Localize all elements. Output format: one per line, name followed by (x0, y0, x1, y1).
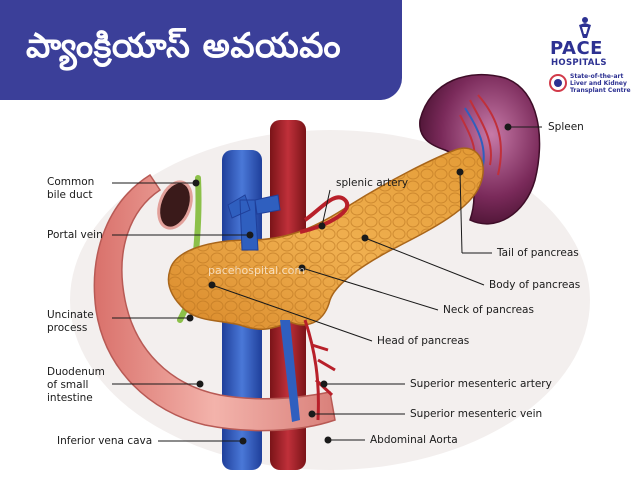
label-inferior-vena-cava: Inferior vena cava (57, 435, 153, 447)
label-line: process (47, 322, 88, 334)
superior-mesenteric-vein-vessel (280, 320, 300, 422)
superior-mesenteric-artery-vessel (303, 319, 336, 421)
portal-vein-vessel (227, 194, 281, 251)
label-superior-mesenteric-artery: Superior mesenteric artery (410, 378, 552, 390)
logo-tagline-line: Liver and Kidney (570, 80, 627, 87)
label-line: bile duct (47, 189, 93, 201)
label-head-of-pancreas: Head of pancreas (377, 335, 470, 347)
label-line: Common (47, 176, 95, 188)
pancreas-lobules (168, 148, 484, 330)
label-line: intestine (47, 392, 93, 404)
label-uncinate-process: Uncinate process (47, 309, 94, 335)
spleen (419, 74, 541, 225)
label-line: Uncinate (47, 309, 94, 321)
label-tail-of-pancreas: Tail of pancreas (497, 247, 579, 259)
pace-hospitals-logo: PACE HOSPITALS State-of-the-art Liver an… (540, 16, 636, 108)
logo-tagline-line: Transplant Centre (570, 87, 631, 94)
pace-logo-icon (579, 17, 591, 38)
label-spleen: Spleen (548, 121, 584, 133)
logo-tagline-line: State-of-the-art (570, 73, 624, 80)
label-body-of-pancreas: Body of pancreas (489, 279, 581, 291)
label-line: of small (47, 379, 89, 391)
label-abdominal-aorta: Abdominal Aorta (370, 434, 458, 446)
leader-lines (112, 123, 542, 445)
logo-name: PACE (550, 38, 603, 59)
label-line: Duodenum (47, 366, 105, 378)
label-splenic-artery: splenic artery (336, 177, 409, 189)
label-portal-vein: Portal vein (47, 229, 103, 241)
duodenum-opening (157, 180, 193, 230)
logo-tagline: State-of-the-art Liver and Kidney Transp… (570, 73, 631, 94)
logo-subtitle: HOSPITALS (551, 58, 607, 68)
label-superior-mesenteric-vein: Superior mesenteric vein (410, 408, 543, 420)
title-banner: ప్యాంక్రియాస్ అవయవం (0, 0, 402, 100)
duodenum (93, 173, 336, 432)
label-duodenum: Duodenum of small intestine (47, 366, 105, 405)
page-title: ప్యాంక్రియాస్ అవయవం (26, 26, 342, 66)
transplant-badge-icon (549, 74, 567, 92)
watermark: pacehospital.com (208, 264, 306, 277)
label-common-bile-duct: Common bile duct (47, 176, 94, 202)
label-neck-of-pancreas: Neck of pancreas (443, 304, 534, 316)
